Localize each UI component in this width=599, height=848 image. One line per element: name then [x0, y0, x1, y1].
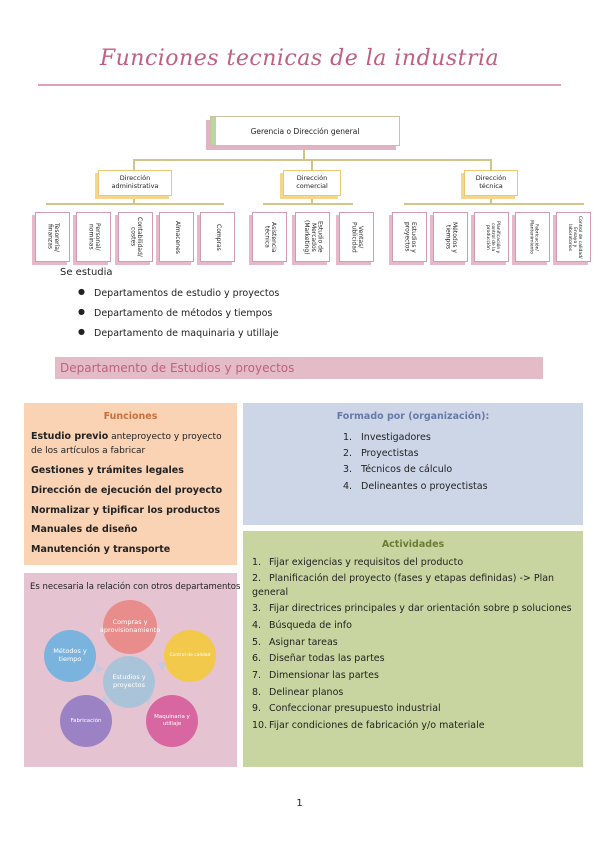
studied-list: Departamentos de estudio y proyectos Dep… — [78, 287, 279, 348]
funciones-item: Manutención y transporte — [31, 544, 171, 555]
org-direction-administrativa: Dirección administrativa — [98, 170, 172, 196]
list-item: 4.Delineantes o proyectistas — [343, 481, 488, 492]
intro-text: Se estudia — [60, 267, 113, 278]
actividades-title: Actividades — [381, 539, 445, 550]
list-item: 7.Dimensionar las partes — [252, 670, 379, 681]
list-item: 5.Asignar tareas — [252, 637, 338, 648]
org-leaf: Métodos y tiempos — [433, 212, 468, 262]
org-leaf: Ventas/ Publicidad — [339, 212, 374, 262]
node-control-calidad: Control de calidad — [164, 630, 216, 682]
funciones-title: Funciones — [103, 411, 158, 422]
actividades-panel — [243, 531, 583, 767]
page-number: 1 — [296, 798, 303, 809]
list-item: 2.Proyectistas — [343, 448, 419, 459]
org-leaf: Personal/ nominas — [76, 212, 111, 262]
formado-title: Formado por (organización): — [336, 411, 490, 422]
formado-panel — [243, 403, 583, 525]
org-leaf: Asistencia técnica — [252, 212, 287, 262]
org-direction-tecnica: Dirección técnica — [464, 170, 518, 196]
org-leaf: Estudio de Mercados (Marketing) — [295, 212, 330, 262]
org-leaf: Contabilidad/ costes — [118, 212, 153, 262]
list-item: 8.Delinear planos — [252, 687, 344, 698]
list-item: Departamento de métodos y tiempos — [78, 307, 279, 319]
funciones-panel — [24, 403, 237, 565]
node-center: Estudios y proyectos — [103, 656, 155, 708]
list-item: 3.Técnicos de cálculo — [343, 464, 453, 475]
org-leaf: Planificación y control de la producción — [474, 212, 509, 262]
org-leaf: Compras — [200, 212, 235, 262]
org-leaf: Tesorería/ finanzas — [35, 212, 70, 262]
org-leaf: Estudios y proyectos — [392, 212, 427, 262]
funciones-item: Estudio previo anteproyecto y proyecto d… — [31, 431, 222, 456]
list-item: Departamentos de estudio y proyectos — [78, 287, 279, 299]
page-title: Funciones tecnicas de la industria — [99, 46, 500, 71]
list-item: 4.Búsqueda de info — [252, 620, 352, 631]
funciones-item: Dirección de ejecución del proyecto — [31, 485, 223, 496]
funciones-item: Normalizar y tipificar los productos — [31, 505, 221, 516]
node-metodos: Métodos y tiempo — [44, 630, 96, 682]
relacion-title: Es necesaria la relación con otros depar… — [30, 582, 241, 592]
list-item: 2.Planificación del proyecto (fases y et… — [252, 573, 555, 598]
org-direction-comercial: Dirección comercial — [283, 170, 341, 196]
title-underline — [38, 84, 561, 86]
org-leaf: Fabricación/ Mantenimiento — [515, 212, 550, 262]
list-item: 3.Fijar directrices principales y dar or… — [252, 603, 572, 614]
list-item: Departamento de maquinaria y utillaje — [78, 327, 279, 339]
org-leaf: Almacenes — [159, 212, 194, 262]
node-maquinaria: Maquinaria y utillaje — [146, 695, 198, 747]
list-item: 1.Investigadores — [343, 432, 431, 443]
list-item: 10.Fijar condiciones de fabricación y/o … — [252, 720, 485, 731]
list-item: 6.Diseñar todas las partes — [252, 653, 385, 664]
org-top-label: Gerencia o Dirección general — [250, 126, 360, 136]
node-fabricacion: Fabricación — [60, 695, 112, 747]
funciones-item: Manuales de diseño — [31, 524, 138, 535]
funciones-item: Gestiones y trámites legales — [31, 465, 184, 476]
list-item: 1.Fijar exigencias y requisitos del prod… — [252, 557, 464, 568]
section-title: Departamento de Estudios y proyectos — [60, 361, 295, 375]
node-compras: Compras y aprovisionamiento — [100, 600, 160, 654]
section-header-bar — [55, 357, 543, 379]
org-top-box: Gerencia o Dirección general — [210, 116, 400, 146]
org-leaf: Control de calidad/ Ensayo y laboratorio… — [556, 212, 591, 262]
list-item: 9.Confeccionar presupuesto industrial — [252, 703, 441, 714]
